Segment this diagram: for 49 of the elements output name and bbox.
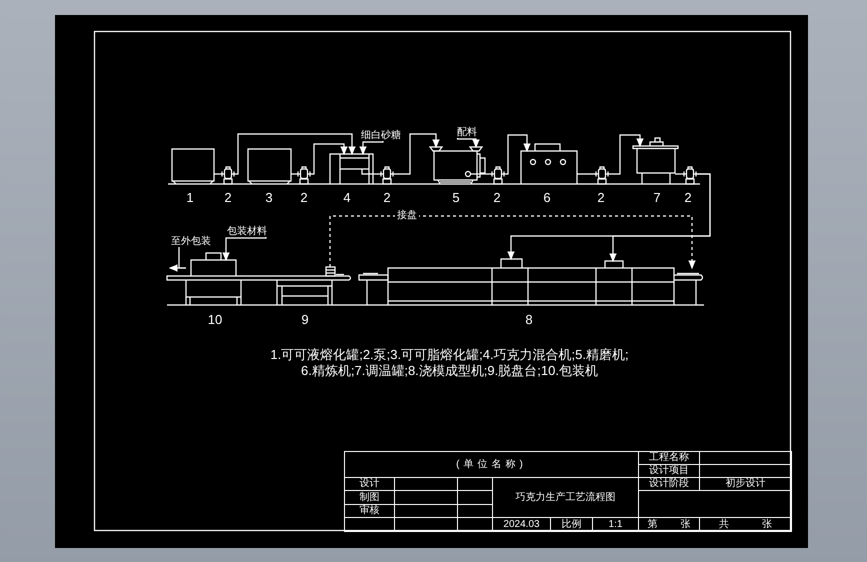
leader-line — [178, 247, 186, 269]
callout-number: 8 — [525, 313, 533, 327]
callout-number: 2 — [224, 191, 232, 205]
melting-tank — [248, 149, 291, 184]
packaging-machine — [186, 253, 241, 305]
pipe-line — [678, 173, 683, 175]
pump-symbol — [491, 167, 505, 184]
callout-number: 2 — [300, 191, 308, 205]
melting-tank — [172, 149, 214, 184]
callout-number: 2 — [597, 191, 605, 205]
feed-label: 细白砂糖 — [360, 130, 402, 141]
pipe-line — [486, 173, 491, 175]
conche-machine — [521, 144, 577, 184]
mixer-machine — [330, 154, 373, 184]
title-block-label: 共 张 — [699, 517, 792, 532]
pump-symbol — [380, 167, 394, 184]
callout-number: 1 — [186, 191, 194, 205]
callout-number: 4 — [343, 191, 351, 205]
feed-label: 包装材料 — [226, 226, 268, 237]
title-block-label: 比例 — [550, 517, 593, 532]
depanning-table — [277, 267, 344, 305]
output-label: 至外包装 — [170, 236, 212, 247]
title-block-label: 2024.03 — [492, 517, 551, 532]
refiner-machine — [430, 147, 486, 184]
edge-label: 接盘 — [395, 210, 419, 222]
title-block-label: 第 张 — [638, 517, 700, 532]
callout-number: 9 — [301, 313, 309, 327]
title-block-label: 1:1 — [592, 517, 639, 532]
title-block-label: (单位名称) — [344, 451, 639, 478]
pipe-line — [214, 173, 221, 175]
callout-number: 5 — [452, 191, 460, 205]
callout-number: 6 — [543, 191, 551, 205]
pipe-line — [577, 173, 595, 175]
callout-number: 3 — [265, 191, 273, 205]
pump-symbol — [297, 167, 311, 184]
callout-number: 2 — [684, 191, 692, 205]
pump-symbol — [595, 167, 609, 184]
callout-number: 2 — [383, 191, 391, 205]
callout-number: 10 — [208, 313, 222, 327]
callout-number: 7 — [653, 191, 661, 205]
pump-symbol — [683, 167, 697, 184]
pipe-line — [291, 173, 297, 175]
moulding-machine — [359, 259, 704, 305]
feed-label: 配料 — [456, 127, 478, 138]
caption-text: 1.可可液熔化罐;2.泵;3.可可脂熔化罐;4.巧克力混合机;5.精磨机;6.精炼机;7.调温罐;8.浇模成型机;9.脱盘台;10.包装机 — [269, 347, 630, 379]
callout-number: 2 — [493, 191, 501, 205]
pump-symbol — [221, 167, 235, 184]
pipe-line — [373, 173, 380, 175]
tempering-tank — [633, 138, 678, 184]
